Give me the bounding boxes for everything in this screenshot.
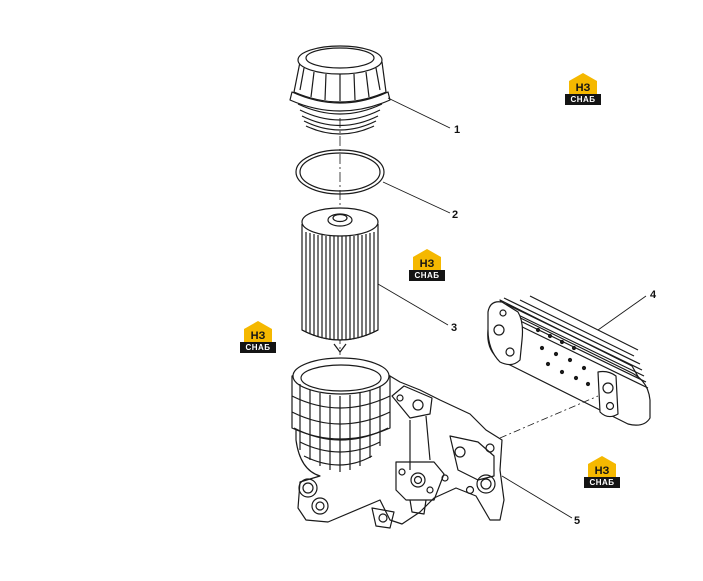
logo-mark-icon: НЗ [588, 456, 616, 477]
callout-3: 3 [451, 322, 458, 334]
leader-line-3 [377, 283, 449, 326]
cooler-connection-line [499, 395, 599, 439]
o-ring-drawing [295, 149, 385, 195]
filter-housing-drawing [291, 357, 505, 529]
leader-line-1 [387, 97, 451, 129]
logo-mark: НЗ [251, 330, 266, 342]
logo-word: СНАБ [584, 477, 620, 488]
callout-4: 4 [650, 289, 657, 301]
filter-element-drawing [301, 207, 379, 353]
logo-word: СНАБ [565, 94, 601, 105]
callout-2: 2 [452, 209, 459, 221]
leader-line-4 [597, 295, 647, 331]
watermark-logo: НЗ СНАБ [409, 248, 445, 282]
callout-5: 5 [574, 515, 581, 527]
logo-mark: НЗ [420, 258, 435, 270]
oil-cooler-drawing [487, 295, 651, 426]
callout-1: 1 [454, 124, 461, 136]
watermark-logo: НЗ СНАБ [240, 320, 276, 354]
logo-mark-icon: НЗ [569, 73, 597, 94]
logo-mark: НЗ [576, 82, 591, 94]
logo-mark-icon: НЗ [413, 249, 441, 270]
watermark-logo: НЗ СНАБ [584, 455, 620, 489]
leader-line-2 [382, 181, 451, 214]
logo-mark: НЗ [595, 465, 610, 477]
filter-cap-drawing [289, 45, 391, 135]
logo-mark-icon: НЗ [244, 321, 272, 342]
logo-word: СНАБ [240, 342, 276, 353]
logo-word: СНАБ [409, 270, 445, 281]
leader-line-5 [501, 475, 573, 519]
watermark-logo: НЗ СНАБ [565, 72, 601, 106]
